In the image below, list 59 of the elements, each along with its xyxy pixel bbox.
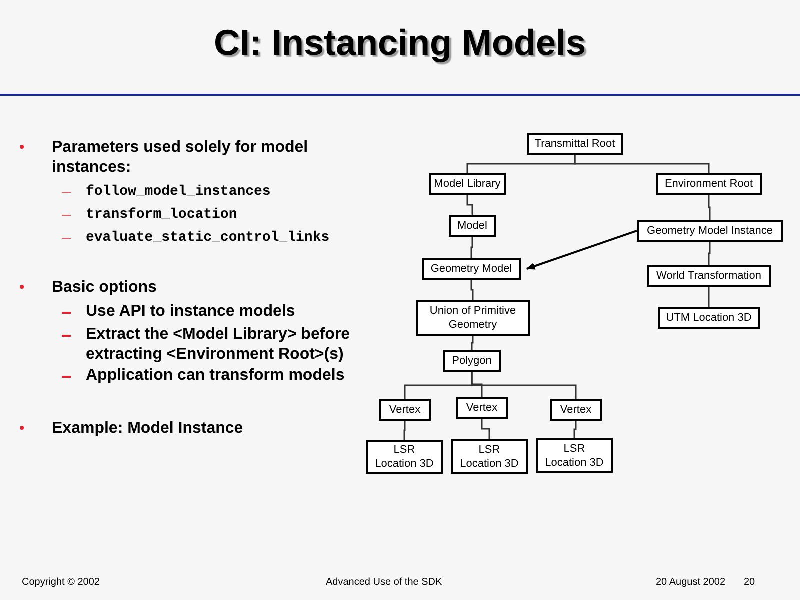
- connector-line: [470, 280, 474, 300]
- parameter-name: follow_model_instances: [86, 183, 272, 202]
- connector-line: [708, 242, 711, 265]
- connector-line: [470, 237, 474, 258]
- tree-node-box: [443, 350, 501, 372]
- tree-node-box: [658, 307, 760, 329]
- connector-line: [471, 336, 474, 350]
- tree-node-box: [656, 173, 762, 195]
- node-label: UTM Location 3D: [666, 311, 752, 325]
- connector-line: [471, 372, 577, 399]
- tree-node-box: [366, 440, 443, 474]
- parameter-name: transform_location: [86, 206, 238, 225]
- bullet-text: Application can transform models: [86, 366, 346, 386]
- tree-node-box: [637, 220, 783, 242]
- connector-line: [708, 287, 710, 307]
- tree-node-box: [416, 300, 530, 336]
- connector-line: [466, 195, 474, 215]
- bullet-text: Extract the <Model Library> before extracting <Environment Root>(s): [86, 325, 352, 365]
- node-label: Model Library: [434, 177, 501, 191]
- node-label: Model: [458, 219, 488, 233]
- bullet-text: Parameters used solely for model instances:: [52, 138, 310, 178]
- bullet-text: Basic options: [52, 278, 158, 298]
- parameter-name: evaluate_static_control_links: [86, 229, 331, 248]
- node-label: Polygon: [452, 354, 492, 368]
- tree-node-box: [451, 439, 528, 474]
- node-label: World Transformation: [656, 269, 762, 283]
- node-label: LSR Location 3D: [375, 443, 434, 471]
- bullet-text: Example: Model Instance: [52, 419, 244, 439]
- node-label: Vertex: [389, 403, 421, 417]
- tree-node-box: [536, 438, 613, 473]
- node-label: Geometry Model: [430, 262, 512, 276]
- node-label: Vertex: [466, 401, 498, 415]
- tree-node-box: [527, 133, 623, 155]
- node-label: Geometry Model Instance: [647, 224, 773, 238]
- footer-text: 20 August 2002: [656, 577, 726, 588]
- tree-node-box: [429, 173, 506, 195]
- footer-text: Copyright © 2002: [22, 577, 100, 588]
- arrow: [526, 230, 638, 270]
- bullet-text: Use API to instance models: [86, 302, 296, 322]
- tree-node-box: [456, 397, 508, 419]
- node-label: LSR Location 3D: [545, 442, 604, 470]
- node-label: Transmittal Root: [534, 137, 616, 151]
- tree-node-box: [422, 258, 521, 280]
- tree-node-box: [647, 265, 771, 287]
- node-label: Union of Primitive Geometry: [428, 304, 518, 332]
- connector-line: [708, 195, 711, 220]
- slide-title: CI: Instancing Models: [212, 22, 588, 64]
- node-label: Vertex: [560, 403, 592, 417]
- footer-text: Advanced Use of the SDK: [326, 577, 442, 588]
- node-label: LSR Location 3D: [460, 442, 519, 470]
- tree-node-box: [379, 399, 431, 421]
- footer-text: 20: [744, 577, 756, 588]
- connector-line: [574, 421, 577, 438]
- node-label: Environment Root: [664, 177, 754, 191]
- tree-node-box: [449, 215, 496, 237]
- connector-line: [404, 421, 406, 440]
- connector-line: [481, 419, 490, 439]
- connector-line: [574, 155, 710, 173]
- tree-node-box: [550, 399, 602, 421]
